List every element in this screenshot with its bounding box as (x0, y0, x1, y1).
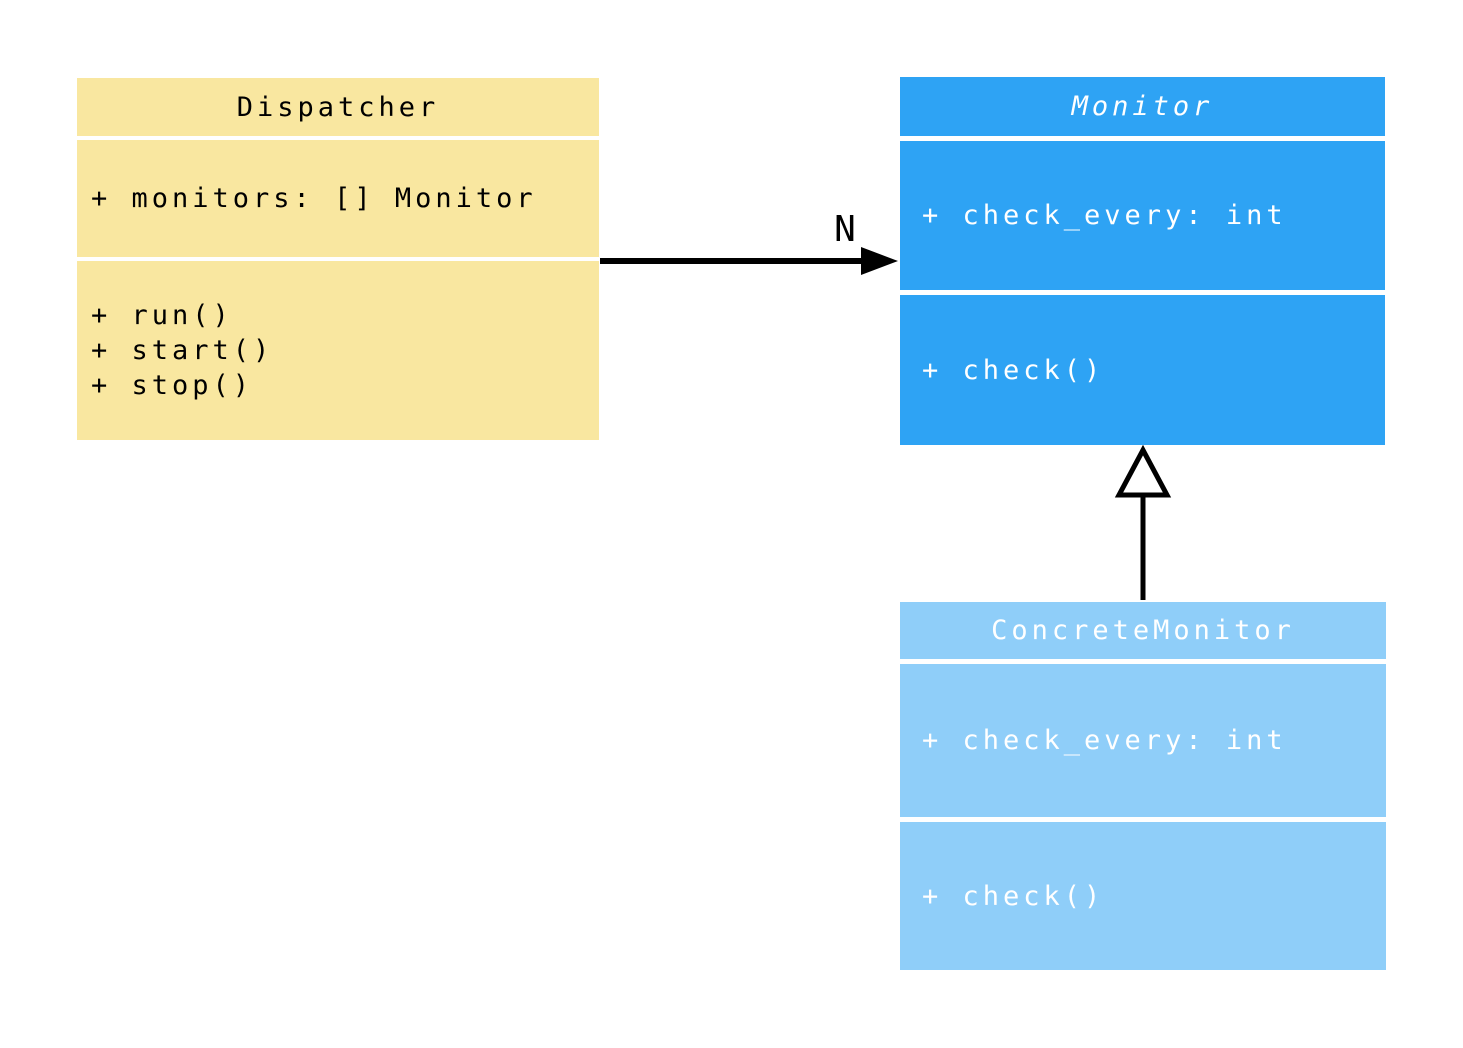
class-attribute: + monitors: [] Monitor (91, 183, 537, 214)
class-method: + run() (91, 300, 233, 331)
class-attribute: + check_every: int (922, 200, 1287, 231)
class-attribute: + check_every: int (922, 725, 1287, 756)
association-multiplicity-label: N (834, 209, 856, 250)
class-method: + start() (91, 335, 274, 366)
association-edge: N (600, 209, 898, 275)
class-attributes-section: + monitors: [] Monitor (77, 140, 599, 257)
class-box-monitor: Monitor + check_every: int + check() (900, 77, 1385, 445)
class-method: + check() (922, 354, 1105, 386)
class-methods-section: + run() + start() + stop() (77, 261, 599, 440)
class-methods-section: + check() (900, 822, 1386, 970)
association-arrowhead-icon (861, 247, 898, 275)
generalization-edge (1114, 444, 1172, 600)
class-attributes-section: + check_every: int (900, 141, 1385, 290)
class-methods-section: + check() (900, 295, 1385, 445)
class-box-dispatcher: Dispatcher + monitors: [] Monitor + run(… (77, 78, 599, 440)
class-attributes-section: + check_every: int (900, 664, 1386, 817)
class-title: Monitor (900, 77, 1385, 136)
class-title: ConcreteMonitor (900, 602, 1386, 659)
class-method: + check() (922, 880, 1105, 912)
generalization-triangle-icon (1114, 444, 1172, 498)
class-title: Dispatcher (77, 78, 599, 136)
class-box-concrete-monitor: ConcreteMonitor + check_every: int + che… (900, 602, 1386, 970)
class-method: + stop() (91, 370, 254, 401)
